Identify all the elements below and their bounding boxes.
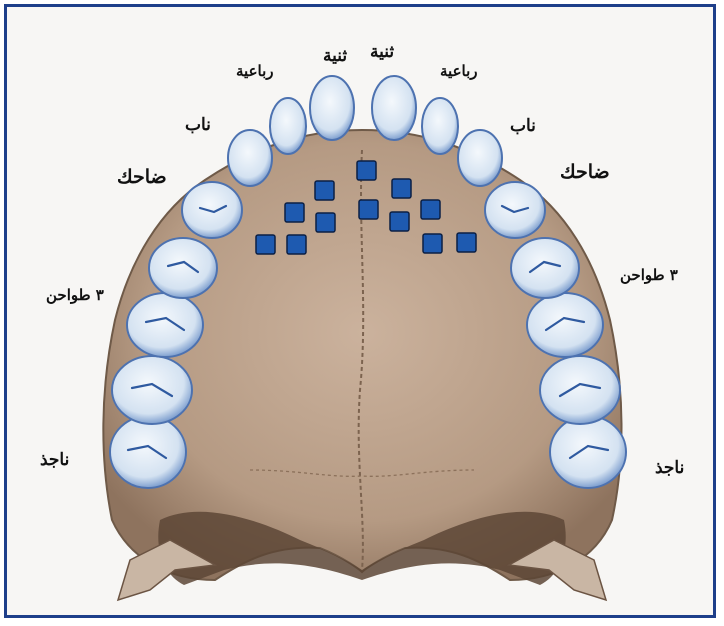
label-central-incisor-left: ثنية <box>323 48 347 65</box>
label-molars-left: ٣ طواحن <box>46 288 104 303</box>
marker <box>359 200 378 219</box>
molar-right-1 <box>527 293 603 357</box>
canine-right <box>458 130 502 186</box>
wisdom-tooth-right <box>550 416 626 488</box>
label-central-incisor-right: ثنية <box>370 44 394 61</box>
label-canine-left: ناب <box>185 117 211 134</box>
molar-left-1 <box>127 293 203 357</box>
marker <box>287 235 306 254</box>
marker <box>285 203 304 222</box>
marker <box>457 233 476 252</box>
label-wisdom-left: ناجذ <box>40 452 69 469</box>
marker <box>357 161 376 180</box>
label-premolar-right: ضاحك <box>560 163 610 182</box>
molar-left-0 <box>149 238 217 298</box>
wisdom-tooth-left <box>110 416 186 488</box>
marker <box>392 179 411 198</box>
marker <box>423 234 442 253</box>
lateral-incisor-right <box>422 98 458 154</box>
label-molars-right: ٣ طواحن <box>620 268 678 283</box>
molar-left-2 <box>112 356 192 424</box>
lateral-incisor-left <box>270 98 306 154</box>
marker <box>390 212 409 231</box>
marker <box>315 181 334 200</box>
label-canine-right: ناب <box>510 118 536 135</box>
marker <box>421 200 440 219</box>
label-wisdom-right: ناجذ <box>655 460 684 477</box>
premolar-left <box>182 182 242 238</box>
central-incisor-right <box>372 76 416 140</box>
molar-right-2 <box>540 356 620 424</box>
canine-left <box>228 130 272 186</box>
label-lateral-incisor-right: رباعية <box>440 64 478 79</box>
premolar-right <box>485 182 545 238</box>
label-lateral-incisor-left: رباعية <box>236 64 274 79</box>
molar-right-0 <box>511 238 579 298</box>
marker <box>316 213 335 232</box>
central-incisor-left <box>310 76 354 140</box>
marker <box>256 235 275 254</box>
label-premolar-left: ضاحك <box>117 168 167 187</box>
